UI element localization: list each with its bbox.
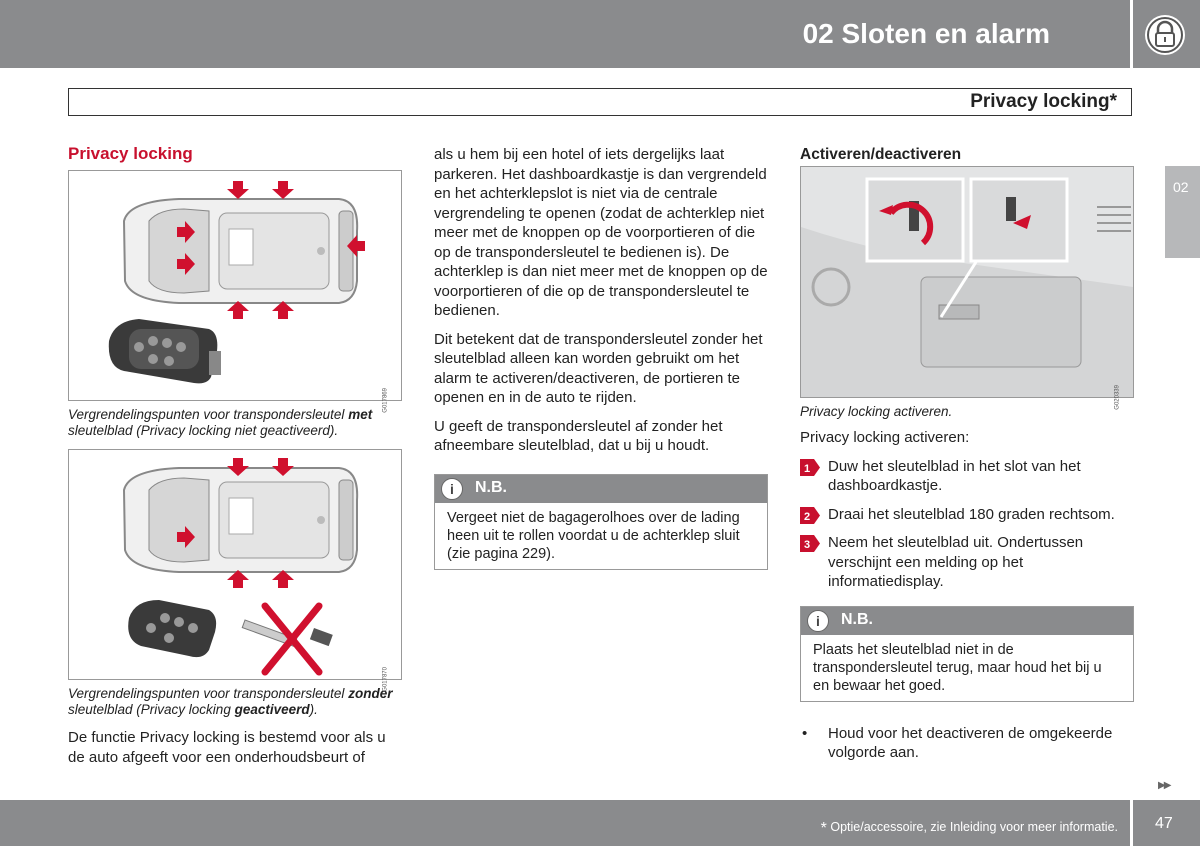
- step-1: 1 Duw het sleutelblad in het slot van he…: [800, 457, 1134, 496]
- figure-locking-points-without-blade: G017870: [68, 449, 402, 692]
- detached-key-blade-illustration: [241, 619, 333, 647]
- note-title: N.B.: [475, 478, 507, 496]
- section-title-bar: Privacy locking*: [68, 88, 1132, 116]
- step-number-badge-2-icon: 2: [800, 506, 820, 524]
- note-text: Vergeet niet de bagagerolhoes over de la…: [447, 509, 740, 562]
- chapter-side-tab[interactable]: 02: [1165, 166, 1200, 258]
- footnote: * Optie/accessoire, zie Inleiding voor m…: [821, 820, 1118, 838]
- caption2-part-e: ).: [309, 702, 318, 717]
- note-header: i N.B.: [435, 474, 767, 503]
- key-fob-illustration: [108, 319, 221, 384]
- lock-icon: [1145, 15, 1185, 55]
- caption2-bold-geactiveerd: geactiveerd: [234, 702, 310, 717]
- header-band: 02 Sloten en alarm: [0, 0, 1130, 68]
- step-1-number: 1: [804, 463, 810, 475]
- red-lock-arrows: [177, 181, 365, 319]
- figure2-caption: Vergrendelingspunten voor transpondersle…: [68, 686, 403, 718]
- step-3-number: 3: [804, 539, 810, 551]
- continue-arrows-icon: ▶▶: [1158, 780, 1171, 791]
- step-2-text: Draai het sleutelblad 180 graden rechtso…: [828, 505, 1115, 523]
- chapter-icon-box: [1133, 0, 1200, 68]
- bullet-dot: •: [802, 724, 808, 742]
- intro-paragraph: De functie Privacy locking is bestemd vo…: [68, 729, 386, 766]
- caption2-part-a: Vergrendelingspunten voor transpondersle…: [68, 686, 345, 701]
- figure-code: G017869: [383, 388, 389, 413]
- car-top-view-illustration: [122, 467, 359, 573]
- note-box-cargo-cover: i N.B. Vergeet niet de bagagerolhoes ove…: [434, 473, 768, 570]
- paragraph-handover: U geeft de transpondersleutel af zonder …: [434, 417, 723, 455]
- red-cross-icon: [261, 602, 323, 676]
- note-title: N.B.: [841, 610, 873, 628]
- page-number-box: 47: [1133, 800, 1200, 846]
- footer-band: * Optie/accessoire, zie Inleiding voor m…: [0, 800, 1130, 846]
- inset-key-insert-illustration: [865, 177, 965, 263]
- figure-locking-points-with-blade: G017869: [68, 170, 402, 413]
- inset-key-turned-illustration: [969, 177, 1069, 263]
- note-box-key-blade: i N.B. Plaats het sleutelblad niet in de…: [800, 605, 1134, 702]
- dashboard-illustration: [801, 167, 1133, 397]
- activation-steps: 1 Duw het sleutelblad in het slot van he…: [800, 457, 1134, 592]
- step-number-badge-3-icon: 3: [800, 535, 820, 552]
- deactivate-bullet: • Houd voor het deactiveren de omgekeerd…: [800, 724, 1134, 763]
- figure-code: G017870: [383, 667, 389, 692]
- footnote-star: *: [820, 820, 827, 837]
- info-icon: i: [441, 477, 463, 500]
- column-right: Activeren/deactiveren: [800, 140, 1134, 763]
- info-icon: i: [807, 609, 829, 632]
- step-3-text: Neem het sleutelblad uit. Ondertussen ve…: [828, 534, 1084, 590]
- caption2-bold-zonder: zonder: [348, 686, 393, 701]
- paragraph-continued: als u hem bij een hotel of iets dergelij…: [434, 146, 768, 319]
- side-tab-label: 02: [1173, 179, 1189, 195]
- step-number-badge-1-icon: 1: [800, 458, 820, 476]
- page-number: 47: [1155, 815, 1173, 832]
- caption1-part-a: Vergrendelingspunten voor transpondersle…: [68, 407, 345, 422]
- caption2-part-c: sleutelblad (Privacy locking: [68, 702, 235, 717]
- red-lock-arrows: [177, 458, 294, 588]
- step-2-number: 2: [804, 511, 810, 523]
- column-left: Privacy locking: [68, 140, 403, 776]
- key-fob-illustration: [128, 600, 217, 658]
- figure1-caption: Vergrendelingspunten voor transpondersle…: [68, 407, 403, 439]
- activate-deactivate-heading: Activeren/deactiveren: [800, 146, 962, 163]
- note-text: Plaats het sleutelblad niet in de transp…: [813, 641, 1102, 694]
- figure3-caption: Privacy locking activeren.: [800, 404, 953, 419]
- figure-glovebox-lock: G020339: [800, 166, 1134, 410]
- deactivate-text: Houd voor het deactiveren de omgekeerde …: [828, 724, 1113, 762]
- car-top-view-illustration: [122, 198, 359, 304]
- column-middle: als u hem bij een hotel of iets dergelij…: [434, 145, 768, 570]
- step-1-text: Duw het sleutelblad in het slot van het …: [828, 457, 1081, 495]
- caption1-bold-met: met: [348, 407, 373, 422]
- activate-intro: Privacy locking activeren:: [800, 429, 970, 446]
- caption1-part-c: sleutelblad (Privacy locking niet geacti…: [68, 423, 339, 438]
- step-2: 2 Draai het sleutelblad 180 graden recht…: [800, 505, 1134, 525]
- privacy-locking-heading: Privacy locking: [68, 144, 193, 163]
- chapter-title: 02 Sloten en alarm: [802, 18, 1050, 49]
- paragraph-meaning: Dit betekent dat de transpondersleutel z…: [434, 330, 763, 407]
- note-header: i N.B.: [801, 606, 1133, 635]
- section-title: Privacy locking*: [970, 91, 1117, 112]
- figure-code: G020339: [1115, 385, 1121, 410]
- footnote-text: Optie/accessoire, zie Inleiding voor mee…: [826, 820, 1118, 834]
- step-3: 3 Neem het sleutelblad uit. Ondertussen …: [800, 533, 1134, 592]
